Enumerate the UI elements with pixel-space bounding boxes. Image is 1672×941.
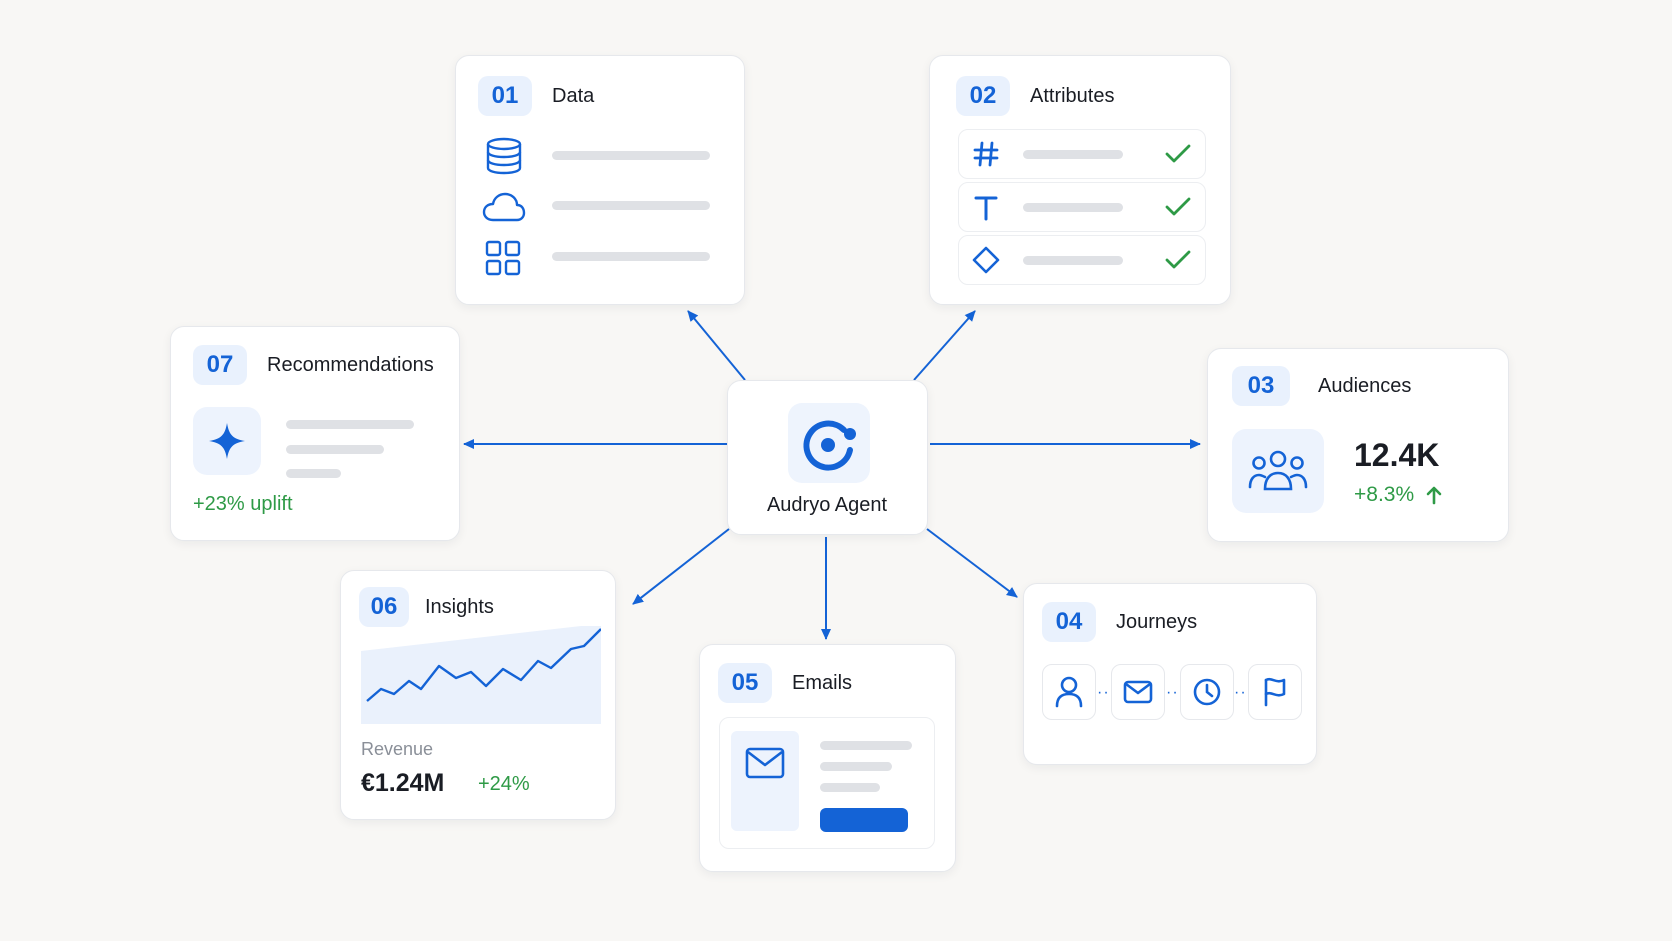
journey-step-user[interactable] bbox=[1042, 664, 1096, 720]
audiences-card[interactable]: 03 Audiences 12.4K +8.3% bbox=[1207, 348, 1509, 542]
attribute-row bbox=[958, 182, 1206, 232]
card-title: Audiences bbox=[1318, 374, 1412, 397]
placeholder-line bbox=[552, 151, 710, 160]
attributes-card-header: 02 Attributes bbox=[956, 76, 1114, 116]
journey-step-flag[interactable] bbox=[1248, 664, 1302, 720]
arrow-to-journeys bbox=[926, 528, 1018, 598]
placeholder-line bbox=[286, 420, 414, 429]
card-title: Emails bbox=[792, 671, 853, 694]
clock-icon bbox=[1193, 678, 1221, 706]
card-title: Recommendations bbox=[267, 353, 434, 376]
placeholder-line bbox=[820, 741, 912, 750]
database-icon bbox=[484, 136, 524, 176]
check-icon bbox=[1165, 197, 1191, 217]
card-title: Data bbox=[552, 84, 595, 107]
emails-card-header: 05 Emails bbox=[718, 663, 852, 703]
arrow-to-attributes bbox=[913, 310, 976, 381]
placeholder-line bbox=[820, 762, 892, 771]
step-number: 07 bbox=[193, 345, 247, 385]
email-preview bbox=[719, 717, 935, 849]
placeholder-line bbox=[286, 445, 384, 454]
attribute-row bbox=[958, 235, 1206, 285]
audience-count: 12.4K bbox=[1354, 437, 1440, 473]
agent-hub-card[interactable]: Audryo Agent bbox=[727, 380, 928, 535]
check-icon bbox=[1165, 250, 1191, 270]
card-title: Insights bbox=[425, 595, 494, 618]
audiences-card-header: 03 Audiences bbox=[1232, 366, 1411, 406]
step-number: 05 bbox=[718, 663, 772, 703]
recommendations-card-header: 07 Recommendations bbox=[193, 345, 434, 385]
cloud-icon bbox=[482, 191, 526, 223]
journey-connector-dots: ··· bbox=[1234, 684, 1253, 701]
journeys-card-header: 04 Journeys bbox=[1042, 602, 1197, 642]
step-number: 06 bbox=[359, 587, 409, 627]
metric-label: Revenue bbox=[361, 739, 434, 759]
placeholder-line bbox=[552, 201, 710, 210]
step-number: 04 bbox=[1042, 602, 1096, 642]
users-icon bbox=[1248, 449, 1308, 493]
arrow-to-data bbox=[687, 310, 746, 381]
step-number: 02 bbox=[956, 76, 1010, 116]
check-icon bbox=[1165, 144, 1191, 164]
journey-connector-dots: ··· bbox=[1097, 684, 1116, 701]
card-title: Attributes bbox=[1030, 84, 1115, 107]
uplift-value: +23% uplift bbox=[193, 493, 293, 515]
journey-connector-dots: ··· bbox=[1166, 684, 1185, 701]
step-number: 03 bbox=[1232, 366, 1290, 406]
diamond-icon bbox=[972, 246, 1000, 274]
data-card[interactable]: 01 Data bbox=[455, 55, 745, 305]
placeholder-line bbox=[1023, 150, 1123, 159]
insights-card-header: 06 Insights bbox=[359, 587, 494, 627]
journey-step-clock[interactable] bbox=[1180, 664, 1234, 720]
sparkle-icon bbox=[207, 421, 247, 461]
step-number: 01 bbox=[478, 76, 532, 116]
placeholder-line bbox=[820, 783, 880, 792]
agent-hub-label: Audryo Agent bbox=[766, 494, 888, 516]
agent-logo-icon bbox=[798, 412, 862, 476]
email-cta-button[interactable] bbox=[820, 808, 908, 832]
arrow-to-insights bbox=[632, 528, 730, 605]
placeholder-line bbox=[286, 469, 341, 478]
metric-value: €1.24M bbox=[361, 769, 445, 797]
hash-icon bbox=[973, 141, 999, 167]
placeholder-line bbox=[552, 252, 710, 261]
text-icon bbox=[974, 195, 998, 221]
audience-change: +8.3% bbox=[1354, 483, 1442, 507]
agent-logo-tile bbox=[788, 403, 870, 483]
placeholder-line bbox=[1023, 256, 1123, 265]
metric-change: +24% bbox=[478, 773, 530, 795]
arrow-up-icon bbox=[1426, 485, 1442, 505]
card-title: Journeys bbox=[1116, 610, 1198, 633]
attribute-row bbox=[958, 129, 1206, 179]
mail-icon bbox=[1123, 680, 1153, 704]
sparkle-tile bbox=[193, 407, 261, 475]
email-thumb bbox=[731, 731, 799, 831]
journeys-card[interactable]: 04 Journeys ··· ··· ··· bbox=[1023, 583, 1317, 765]
revenue-trend-chart bbox=[361, 626, 601, 724]
user-icon bbox=[1055, 676, 1083, 708]
recommendations-card[interactable]: 07 Recommendations +23% uplift bbox=[170, 326, 460, 541]
emails-card[interactable]: 05 Emails bbox=[699, 644, 956, 872]
grid-icon bbox=[485, 240, 521, 276]
placeholder-line bbox=[1023, 203, 1123, 212]
audience-change-value: +8.3% bbox=[1354, 483, 1415, 506]
insights-card[interactable]: 06 Insights Revenue €1.24M +24% bbox=[340, 570, 616, 820]
attributes-card[interactable]: 02 Attributes bbox=[929, 55, 1231, 305]
mail-icon bbox=[745, 747, 785, 779]
flag-icon bbox=[1264, 677, 1286, 707]
journey-step-mail[interactable] bbox=[1111, 664, 1165, 720]
data-card-header: 01 Data bbox=[478, 76, 594, 116]
audience-tile bbox=[1232, 429, 1324, 513]
